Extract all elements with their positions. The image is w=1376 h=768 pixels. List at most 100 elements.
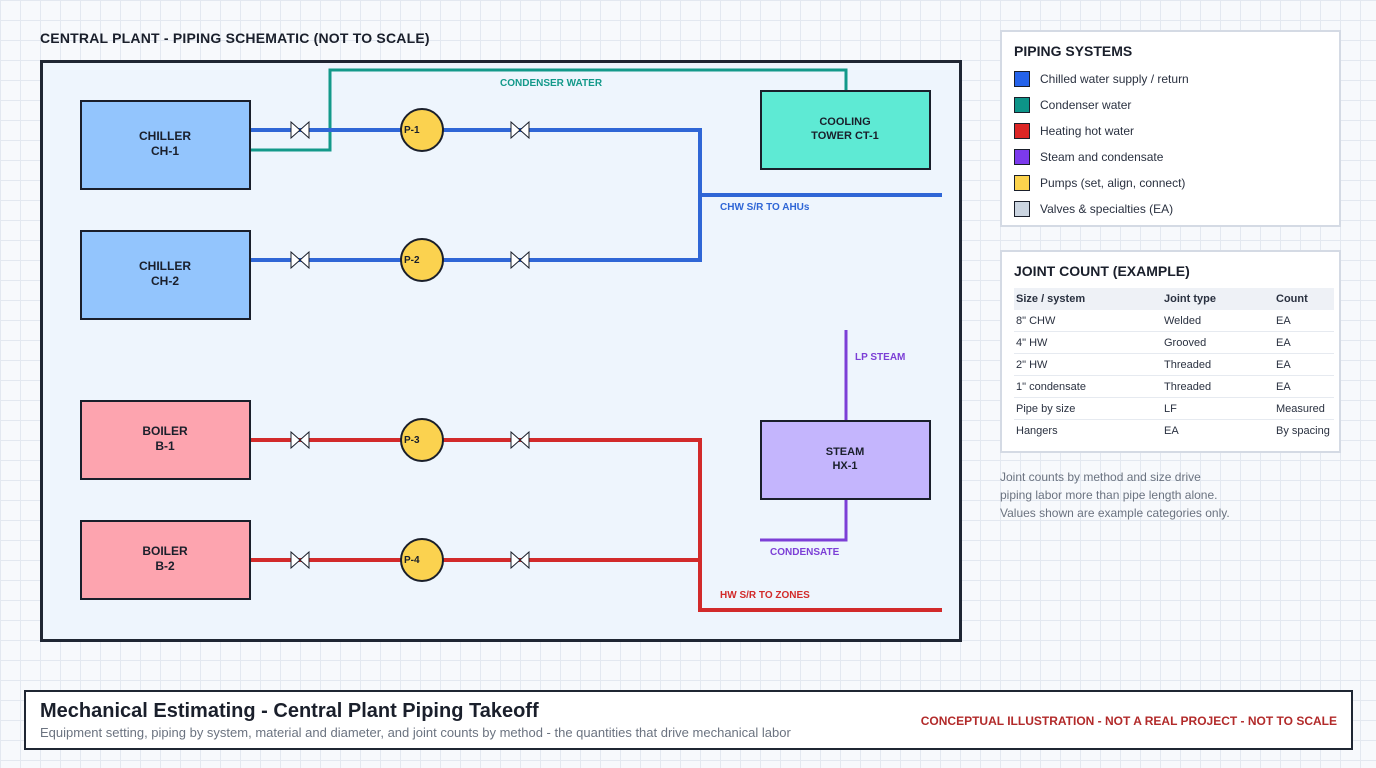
legend-panel: PIPING SYSTEMS Chilled water supply / re… — [1000, 30, 1341, 227]
pump-p4[interactable] — [400, 538, 444, 582]
table-cell: 4" HW — [1014, 331, 1162, 354]
table-cell: By spacing — [1276, 424, 1330, 437]
valve-icon[interactable] — [510, 120, 530, 140]
pump-p1-label: P-1 — [404, 125, 420, 136]
condenser-water-pipe — [250, 68, 848, 152]
valve-icon[interactable] — [290, 550, 310, 570]
legend-item-pumps: Pumps (set, align, connect) — [1014, 170, 1327, 196]
table-cell: 2" HW — [1014, 353, 1162, 376]
valve-icon[interactable] — [510, 550, 530, 570]
table-row: 2" HW Threaded EA — [1014, 353, 1334, 376]
footer-warning: CONCEPTUAL ILLUSTRATION - NOT A REAL PRO… — [920, 714, 1337, 728]
legend-title: PIPING SYSTEMS — [1014, 43, 1133, 59]
pump-p1[interactable] — [400, 108, 444, 152]
cooling-tower-label-1: COOLING — [819, 116, 870, 128]
cooling-tower-label-2: TOWER CT-1 — [811, 130, 879, 142]
table-cell: EA — [1164, 424, 1179, 437]
legend-swatch — [1014, 175, 1030, 191]
legend-swatch — [1014, 201, 1030, 217]
footer-subtitle: Equipment setting, piping by system, mat… — [40, 725, 791, 740]
table-cell: Welded — [1162, 310, 1274, 332]
pump-p4-label: P-4 — [404, 555, 420, 566]
table-header-cell: Joint type — [1162, 288, 1274, 310]
note-line: Values shown are example categories only… — [1000, 506, 1230, 520]
table-row: 8" CHW Welded EA — [1014, 310, 1334, 332]
pump-p3-label: P-3 — [404, 435, 420, 446]
joint-count-note: Joint counts by method and size drive pi… — [1000, 468, 1280, 522]
lp-steam-label: LP STEAM — [855, 352, 905, 363]
legend-item-chilled-water: Chilled water supply / return — [1014, 66, 1327, 92]
boiler-b1[interactable] — [80, 400, 251, 480]
table-cell: Grooved — [1162, 331, 1274, 354]
chiller-ch2-label-2: CH-2 — [151, 274, 179, 288]
table-row: Hangers EA By spacing — [1014, 420, 1334, 442]
table-cell: Pipe by size — [1014, 397, 1162, 420]
legend-item-hot-water: Heating hot water — [1014, 118, 1327, 144]
valve-icon[interactable] — [290, 430, 310, 450]
table-row: 1" condensate Threaded EA — [1014, 375, 1334, 398]
legend-item-label: Steam and condensate — [1040, 150, 1164, 164]
legend-swatch — [1014, 123, 1030, 139]
boiler-b2-label-2: B-2 — [155, 559, 175, 573]
legend-item-valves: Valves & specialties (EA) — [1014, 196, 1327, 222]
footer-title: Mechanical Estimating - Central Plant Pi… — [40, 700, 539, 722]
table-cell: Measured — [1274, 397, 1334, 420]
table-cell: EA — [1274, 353, 1334, 376]
boiler-b2-label-1: BOILER — [142, 544, 188, 558]
note-line: Joint counts by method and size drive — [1000, 470, 1201, 484]
valve-icon[interactable] — [510, 250, 530, 270]
steam-hx1[interactable] — [760, 420, 931, 500]
table-cell: LF — [1162, 397, 1274, 420]
chiller-ch1-label-2: CH-1 — [151, 144, 179, 158]
cooling-tower-ct1[interactable] — [760, 90, 931, 170]
condensate-label: CONDENSATE — [770, 547, 840, 558]
condenser-water-label: CONDENSER WATER — [500, 78, 603, 89]
legend-swatch — [1014, 149, 1030, 165]
hw-label: HW S/R TO ZONES — [720, 590, 810, 601]
table-cell: 1" condensate — [1014, 375, 1162, 398]
boiler-b1-label-2: B-1 — [155, 439, 175, 453]
table-row: 4" HW Grooved EA — [1014, 331, 1334, 354]
boiler-b1-label-1: BOILER — [142, 424, 188, 438]
steam-hx1-label-1: STEAM — [826, 446, 865, 458]
valve-group — [290, 120, 530, 570]
joint-count-table: Size / system Joint type Count 8" CHW We… — [1014, 288, 1334, 441]
valve-icon[interactable] — [510, 430, 530, 450]
valve-icon[interactable] — [290, 120, 310, 140]
legend-swatch — [1014, 71, 1030, 87]
boiler-b2[interactable] — [80, 520, 251, 600]
legend-item-condenser-water: Condenser water — [1014, 92, 1327, 118]
legend-item-label: Condenser water — [1040, 98, 1132, 112]
chw-label: CHW S/R TO AHUs — [720, 202, 810, 213]
schematic-title: CENTRAL PLANT - PIPING SCHEMATIC (NOT TO… — [40, 30, 430, 46]
legend-item-label: Chilled water supply / return — [1040, 72, 1189, 86]
valve-icon[interactable] — [290, 250, 310, 270]
table-header-cell: Count — [1274, 288, 1334, 310]
footer-banner: Mechanical Estimating - Central Plant Pi… — [24, 690, 1353, 750]
chiller-ch2[interactable] — [80, 230, 251, 320]
table-cell: Threaded — [1162, 375, 1274, 398]
legend-list: Chilled water supply / return Condenser … — [1014, 66, 1327, 222]
table-cell: Threaded — [1162, 353, 1274, 376]
table-cell: EA — [1274, 331, 1334, 354]
steam-hx1-label-2: HX-1 — [832, 460, 857, 472]
chiller-ch1[interactable] — [80, 100, 251, 190]
table-row: Pipe by size LF Measured — [1014, 397, 1334, 420]
table-cell: EA — [1274, 375, 1334, 398]
pump-p3[interactable] — [400, 418, 444, 462]
table-cell: Hangers — [1016, 424, 1058, 437]
table-header-row: Size / system Joint type Count — [1014, 288, 1334, 310]
note-line: piping labor more than pipe length alone… — [1000, 488, 1218, 502]
legend-item-label: Valves & specialties (EA) — [1040, 202, 1174, 216]
chiller-ch1-label-1: CHILLER — [139, 129, 191, 143]
legend-item-label: Heating hot water — [1040, 124, 1135, 138]
legend-item-steam: Steam and condensate — [1014, 144, 1327, 170]
chiller-ch2-label-1: CHILLER — [139, 259, 191, 273]
joint-count-title: JOINT COUNT (EXAMPLE) — [1014, 263, 1190, 279]
table-cell: EA — [1274, 310, 1334, 332]
pump-p2[interactable] — [400, 238, 444, 282]
table-cell: 8" CHW — [1014, 310, 1162, 332]
table-header-cell: Size / system — [1014, 288, 1162, 310]
legend-item-label: Pumps (set, align, connect) — [1040, 176, 1186, 190]
